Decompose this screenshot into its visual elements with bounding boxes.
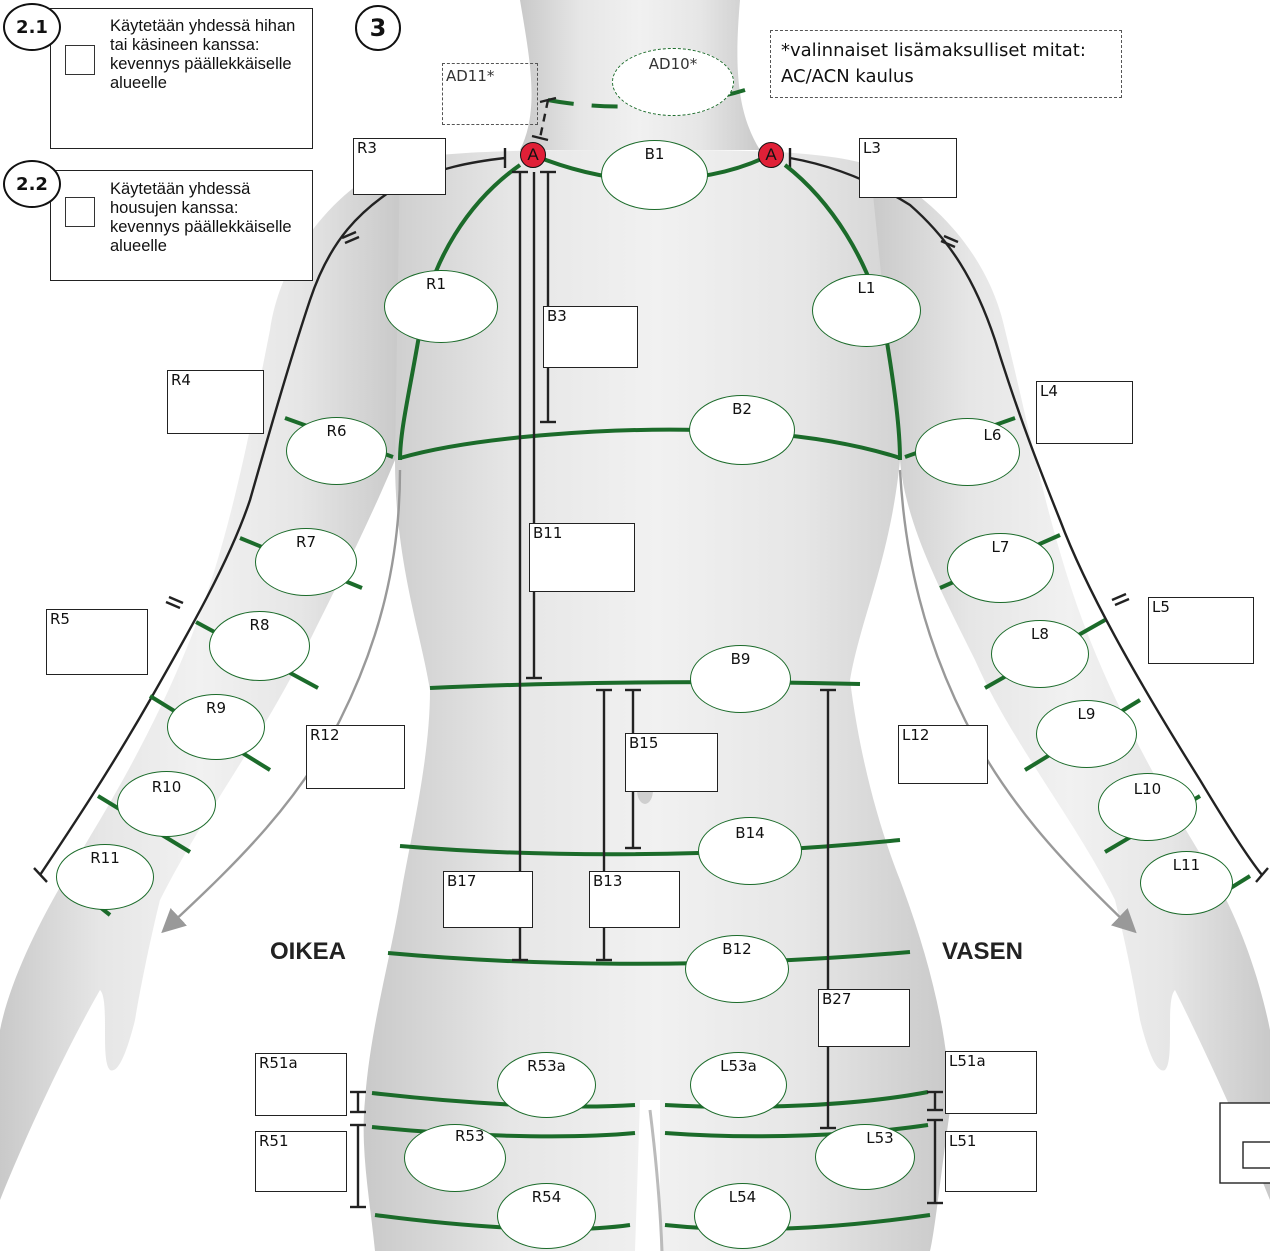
r51-field[interactable]: R51	[255, 1131, 347, 1192]
l53-field[interactable]: L53	[815, 1124, 915, 1190]
b11-field[interactable]: B11	[529, 523, 635, 592]
b15-field[interactable]: B15	[625, 733, 718, 792]
option-2-1-checkbox[interactable]	[65, 45, 95, 75]
b13-field[interactable]: B13	[589, 871, 680, 928]
option-2-1-number: 2.1	[3, 3, 61, 51]
r3-field[interactable]: R3	[353, 138, 446, 195]
r53-field[interactable]: R53	[404, 1124, 506, 1192]
l5-field[interactable]: L5	[1148, 597, 1254, 664]
b1-field[interactable]: B1	[601, 140, 708, 210]
l11-field[interactable]: L11	[1140, 851, 1233, 915]
l7-field[interactable]: L7	[947, 533, 1054, 603]
anchor-right: A	[520, 142, 546, 168]
option-2-2-checkbox[interactable]	[65, 197, 95, 227]
optional-note-box: *valinnaiset lisämaksulliset mitat: AC/A…	[770, 30, 1122, 98]
b14-field[interactable]: B14	[698, 817, 802, 885]
option-2-1-text: Käytetään yhdessä hihan tai käsineen kan…	[110, 17, 300, 93]
b3-field[interactable]: B3	[543, 306, 638, 368]
l9-field[interactable]: L9	[1036, 700, 1137, 768]
r5-field[interactable]: R5	[46, 609, 148, 675]
b2-field[interactable]: B2	[689, 395, 795, 465]
l10-field[interactable]: L10	[1098, 773, 1197, 841]
l51-field[interactable]: L51	[945, 1131, 1037, 1192]
l53a-field[interactable]: L53a	[690, 1052, 787, 1118]
r9-field[interactable]: R9	[167, 694, 265, 760]
ad10-field[interactable]: AD10*	[612, 48, 734, 116]
l54-field[interactable]: L54	[694, 1183, 791, 1249]
l8-field[interactable]: L8	[991, 620, 1089, 688]
r12-field[interactable]: R12	[306, 725, 405, 789]
b17-field[interactable]: B17	[443, 871, 533, 928]
r7-field[interactable]: R7	[255, 528, 357, 596]
b9-field[interactable]: B9	[690, 645, 791, 713]
optional-note-line1: *valinnaiset lisämaksulliset mitat:	[781, 38, 1111, 64]
r6-field[interactable]: R6	[286, 417, 387, 485]
l51a-field[interactable]: L51a	[945, 1051, 1037, 1114]
option-2-2-number: 2.2	[3, 160, 61, 208]
l6-field[interactable]: L6	[915, 418, 1020, 486]
left-side-label: VASEN	[942, 938, 1023, 966]
r51a-field[interactable]: R51a	[255, 1053, 347, 1116]
r8-field[interactable]: R8	[209, 611, 310, 681]
anchor-left: A	[758, 142, 784, 168]
r1-field[interactable]: R1	[384, 270, 498, 343]
r4-field[interactable]: R4	[167, 370, 264, 434]
r54-field[interactable]: R54	[497, 1183, 596, 1249]
b12-field[interactable]: B12	[685, 935, 789, 1003]
b27-field[interactable]: B27	[818, 989, 910, 1047]
l12-field[interactable]: L12	[898, 725, 988, 784]
r11-field[interactable]: R11	[56, 844, 154, 910]
step-number-badge: 3	[355, 5, 401, 51]
cropped-checkbox[interactable]	[1243, 1142, 1270, 1168]
option-2-2-text: Käytetään yhdessä housujen kanssa: keven…	[110, 180, 305, 256]
right-side-label: OIKEA	[270, 938, 346, 966]
l4-field[interactable]: L4	[1036, 381, 1133, 444]
optional-note-line2: AC/ACN kaulus	[781, 64, 1111, 90]
r53a-field[interactable]: R53a	[497, 1052, 596, 1118]
l1-field[interactable]: L1	[812, 274, 921, 347]
r10-field[interactable]: R10	[117, 771, 216, 837]
l3-field[interactable]: L3	[859, 138, 957, 198]
ad11-field[interactable]: AD11*	[442, 63, 538, 125]
